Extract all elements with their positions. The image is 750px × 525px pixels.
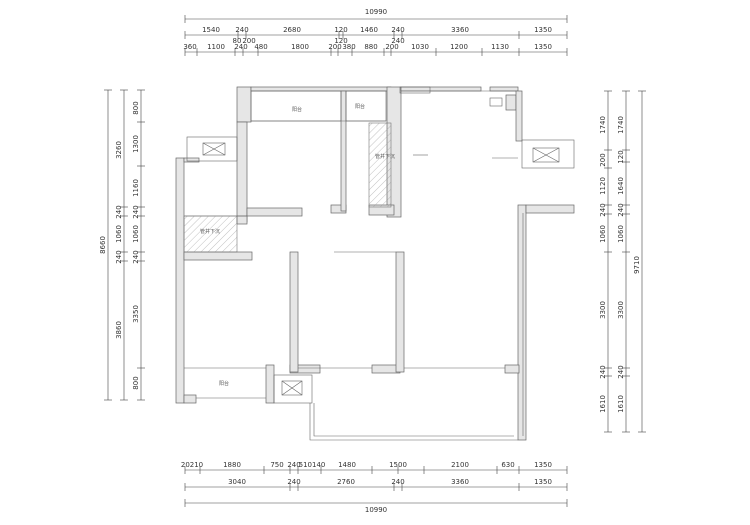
top-row2a-dim-4: 240: [391, 37, 404, 45]
top-row1-dim-3: 2680: [283, 26, 301, 34]
ac-unit-right: [521, 139, 575, 169]
bottom-row2-dim-5: 3360: [451, 478, 469, 486]
top-row2-dim-11: 1200: [450, 43, 468, 51]
right-col1-dim-5: 1060: [599, 225, 607, 243]
left-inner-dim-3: 1160: [132, 179, 140, 197]
left-outer-dim-2: 240: [115, 205, 123, 218]
top-total-label: 10990: [365, 8, 387, 16]
left-outer-dim-3: 1060: [115, 225, 123, 243]
bottom-dimensions: 20210 1880 750 240 510140 1480 1500 2100…: [181, 461, 568, 514]
top-row2-dim-5: 1800: [291, 43, 309, 51]
right-col1-dim-4: 240: [599, 203, 607, 216]
right-col1-dim-3: 1120: [599, 177, 607, 195]
left-inner-dim-5: 1060: [132, 225, 140, 243]
top-row1-dim-4: 120: [334, 26, 347, 34]
bottom-row1-dim-3: 750: [270, 461, 283, 469]
top-row1-dim-7: 3360: [451, 26, 469, 34]
top-row2-dim-3: 240: [234, 43, 247, 51]
left-outer-dim-1: 3260: [115, 141, 123, 159]
bottom-total-label: 10990: [365, 506, 387, 514]
shaft-left: [183, 215, 238, 253]
left-inner-dim-6: 240: [132, 250, 140, 263]
room-outlines: [184, 86, 524, 441]
floor-plan: 阳台 阳台 管井下沉 管井下沉 阳台: [175, 86, 575, 441]
top-row1-dim-2: 240: [235, 26, 248, 34]
bottom-row2-dim-4: 240: [391, 478, 404, 486]
left-inner-dim-2: 1300: [132, 135, 140, 153]
top-row2-dim-12: 1130: [491, 43, 509, 51]
label-balcony-top-mid: 阳台: [355, 103, 365, 110]
left-dimensions: 8660 3260 240 1060 240 3860 800 1300 116…: [99, 89, 145, 401]
top-row1-dim-6: 240: [391, 26, 404, 34]
outer-walls: [175, 86, 575, 441]
top-row2-dim-6: 200: [328, 43, 341, 51]
top-dimensions: 10990 1540 240 2680 120 1460 240 3360 13…: [183, 8, 568, 56]
left-total-label: 8660: [99, 236, 107, 254]
right-col2-dim-4: 240: [617, 203, 625, 216]
bottom-row1-dim-9: 630: [501, 461, 514, 469]
bottom-row1-dim-6: 1480: [338, 461, 356, 469]
right-col1-dim-2: 200: [599, 153, 607, 166]
top-row2-dim-9: 200: [385, 43, 398, 51]
bottom-row1-dim-4: 240: [287, 461, 300, 469]
bottom-row2-dim-2: 240: [287, 478, 300, 486]
ac-unit-left: [186, 136, 238, 162]
left-outer-dim-4: 240: [115, 250, 123, 263]
bottom-row1-dim-5: 510140: [299, 461, 326, 469]
ac-unit-bottom: [273, 374, 313, 404]
left-inner-dim-1: 800: [132, 101, 140, 114]
left-inner-dim-4: 240: [132, 205, 140, 218]
bottom-row2-dim-6: 1350: [534, 478, 552, 486]
left-inner-dim-8: 800: [132, 376, 140, 389]
label-shaft-right: 管井下沉: [375, 153, 395, 160]
right-col1-dim-8: 1610: [599, 395, 607, 413]
bottom-row1-dim-8: 2100: [451, 461, 469, 469]
top-row2-dim-2: 1100: [207, 43, 225, 51]
bottom-row1-dim-7: 1500: [389, 461, 407, 469]
top-row2-dim-1: 360: [183, 43, 196, 51]
top-row2a-dim-2: 200: [242, 37, 255, 45]
right-col2-dim-6: 3300: [617, 301, 625, 319]
top-row1-dim-1: 1540: [202, 26, 220, 34]
right-total-label: 9710: [633, 256, 641, 274]
left-outer-dim-5: 3860: [115, 321, 123, 339]
right-col2-dim-8: 1610: [617, 395, 625, 413]
right-col2-dim-3: 1640: [617, 177, 625, 195]
left-inner-dim-7: 3350: [132, 305, 140, 323]
right-col1-dim-7: 240: [599, 365, 607, 378]
bottom-row2-dim-1: 3040: [228, 478, 246, 486]
label-shaft-left: 管井下沉: [200, 228, 220, 235]
top-row1-dim-5: 1460: [360, 26, 378, 34]
top-row2-dim-13: 1350: [534, 43, 552, 51]
top-row1-dim-8: 1350: [534, 26, 552, 34]
shaft-right: [368, 122, 392, 208]
bottom-row1-dim-1: 20210: [181, 461, 203, 469]
right-col1-dim-1: 1740: [599, 116, 607, 134]
top-row2-dim-4: 480: [254, 43, 267, 51]
top-row2a-dim-1: 80: [233, 37, 242, 45]
right-col2-dim-1: 1740: [617, 116, 625, 134]
right-col1-dim-6: 3300: [599, 301, 607, 319]
bottom-row1-dim-2: 1880: [223, 461, 241, 469]
right-col2-dim-7: 240: [617, 365, 625, 378]
top-row2-dim-10: 1030: [411, 43, 429, 51]
bottom-row2-dim-3: 2760: [337, 478, 355, 486]
top-row2-dim-8: 880: [364, 43, 377, 51]
right-col2-dim-2: 120: [617, 150, 625, 163]
right-dimensions: 1740 200 1120 240 1060 3300 240 1610 174…: [599, 90, 646, 433]
right-col2-dim-5: 1060: [617, 225, 625, 243]
label-balcony-top-left: 阳台: [292, 106, 302, 113]
bottom-row1-dim-10: 1350: [534, 461, 552, 469]
top-row2a-dim-3: 120: [334, 37, 347, 45]
top-row2-dim-7: 380: [342, 43, 355, 51]
label-balcony-bottom: 阳台: [219, 380, 229, 387]
